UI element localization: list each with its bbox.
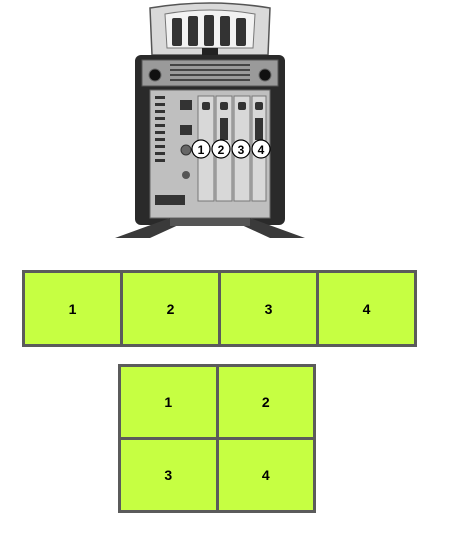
grid-cell-2: 2 xyxy=(218,367,313,437)
svg-text:3: 3 xyxy=(238,143,245,157)
svg-text:1: 1 xyxy=(198,143,205,157)
layout-square-grid: 1 2 3 4 xyxy=(118,364,316,513)
grid-cell-1: 1 xyxy=(25,273,120,344)
computer-tower-rear-view: 1 2 3 4 xyxy=(110,0,310,245)
grid-cell-2: 2 xyxy=(123,273,218,344)
svg-text:4: 4 xyxy=(258,143,265,157)
slot-badge-2: 2 xyxy=(211,139,231,159)
tower-handle xyxy=(149,2,271,56)
layout-horizontal-grid: 1 2 3 4 xyxy=(22,270,417,347)
grid-cell-4: 4 xyxy=(218,440,313,510)
grid-cell-1: 1 xyxy=(121,367,216,437)
tower-body xyxy=(135,55,285,225)
slot-badge-3: 3 xyxy=(231,139,251,159)
tower-stand xyxy=(115,218,305,238)
slot-badge-4: 4 xyxy=(251,139,271,159)
grid-cell-3: 3 xyxy=(121,440,216,510)
svg-text:2: 2 xyxy=(218,143,225,157)
grid-cell-3: 3 xyxy=(221,273,316,344)
grid-cell-4: 4 xyxy=(319,273,414,344)
slot-badge-1: 1 xyxy=(191,139,211,159)
